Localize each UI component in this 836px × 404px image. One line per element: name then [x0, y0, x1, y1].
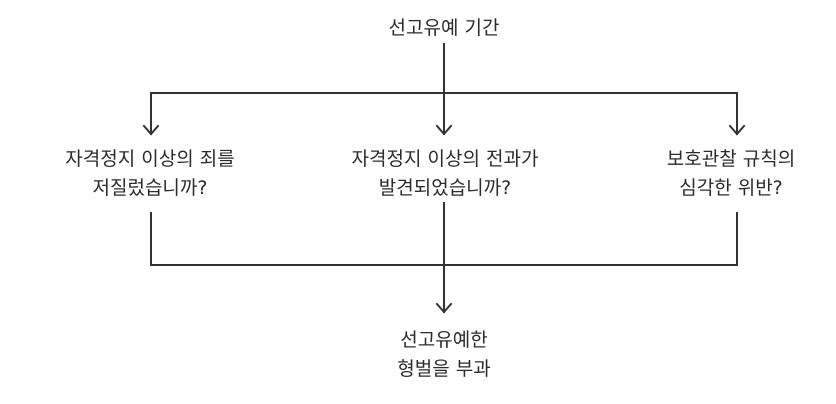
- condition-middle-line1: 자격정지 이상의 전과가: [351, 148, 539, 170]
- condition-node-middle: 자격정지 이상의 전과가 발견되었습니까?: [352, 145, 539, 203]
- condition-right-line2: 심각한 위반?: [679, 177, 783, 199]
- result-node: 선고유예한 형벌을 부과: [397, 326, 490, 384]
- top-label-text: 선고유예 기간: [388, 17, 500, 39]
- condition-left-line2: 저질렀습니까?: [92, 177, 208, 199]
- condition-node-right: 보호관찰 규칙의 심각한 위반?: [667, 145, 795, 203]
- top-label: 선고유예 기간: [389, 14, 500, 43]
- condition-node-left: 자격정지 이상의 죄를 저질렀습니까?: [65, 145, 234, 203]
- condition-middle-line2: 발견되었습니까?: [378, 177, 512, 199]
- arrowhead-middle-icon: [435, 124, 453, 136]
- arrowhead-result-icon: [435, 302, 453, 314]
- arrowhead-right-icon: [728, 124, 746, 136]
- condition-left-line1: 자격정지 이상의 죄를: [65, 148, 235, 170]
- arrowhead-left-icon: [142, 124, 160, 136]
- result-line1: 선고유예한: [400, 329, 488, 351]
- condition-right-line1: 보호관찰 규칙의: [666, 148, 796, 170]
- result-line2: 형벌을 부과: [397, 358, 491, 380]
